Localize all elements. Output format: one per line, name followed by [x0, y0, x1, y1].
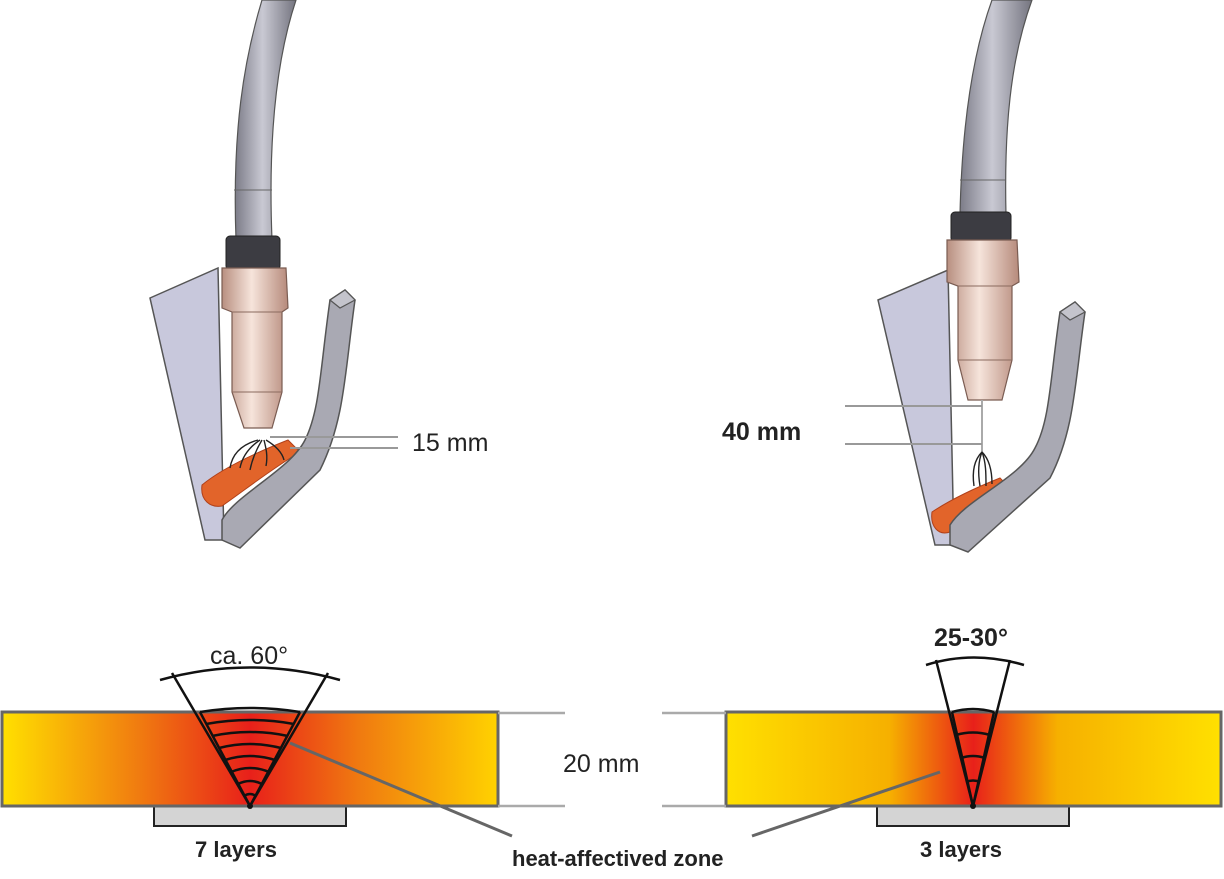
- thickness-label: 20 mm: [563, 750, 639, 778]
- right-layers-label: 3 layers: [920, 837, 1002, 862]
- left-arc-icon: [229, 439, 285, 471]
- right-plate-section: [724, 710, 1223, 808]
- left-layers-label: 7 layers: [195, 837, 277, 862]
- left-torch-hose-icon: [234, 0, 297, 241]
- left-torch-assembly: [149, 0, 398, 549]
- left-cross-section: [0, 666, 500, 827]
- left-weld-pool: [201, 439, 301, 507]
- right-front-plate: [949, 301, 1086, 553]
- right-angle-label: 25-30°: [934, 624, 1008, 652]
- right-torch-nozzle: [946, 239, 1020, 401]
- zone-leader-lines: [289, 741, 941, 838]
- right-torch-hose-icon: [959, 0, 1033, 216]
- right-back-plate: [877, 268, 955, 546]
- thickness-dimension: [498, 711, 726, 808]
- left-torch-nozzle: [221, 267, 289, 429]
- right-torch-assembly: [845, 0, 1086, 553]
- right-cross-section: [724, 656, 1223, 827]
- heat-zone-label: heat-affectived zone: [512, 846, 724, 871]
- left-torch-collar: [225, 235, 281, 271]
- left-gap-label: 15 mm: [412, 429, 488, 457]
- left-angle-label: ca. 60°: [210, 642, 288, 670]
- right-torch-collar: [950, 211, 1012, 243]
- left-front-plate: [221, 289, 356, 549]
- right-gap-label: 40 mm: [722, 418, 801, 446]
- right-arc-icon: [972, 451, 993, 487]
- left-plate-section: [0, 710, 500, 808]
